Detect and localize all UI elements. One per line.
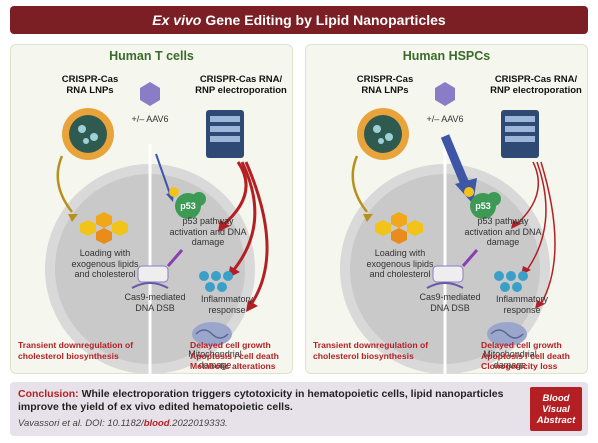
conclusion-text: Conclusion: While electroporation trigge… [18,388,518,413]
cas9-dna-icon [131,265,169,289]
aav-label: +/– AAV6 [426,114,464,124]
conclusion-box: Conclusion: While electroporation trigge… [10,382,588,436]
lipid-hexagons-icon [80,212,128,244]
aav-label: +/– AAV6 [131,114,169,124]
cas9-arrow [461,249,479,267]
electroporation-label: CRISPR-Cas RNA/ RNP electroporation [490,74,582,96]
page-title: Ex vivo Gene Editing by Lipid Nanopartic… [10,6,588,34]
electro-arrow-2 [526,161,547,271]
p53-text: p53 pathway activation and DNA damage [464,216,542,247]
cas9-arrow [166,249,184,267]
lnp-label: CRISPR-Cas RNA LNPs [61,74,119,96]
aav-virus-icon [435,82,455,106]
panel-illustration [45,82,269,374]
mitochondria-text: Mitochondrial damage [188,349,242,370]
p53-icon [169,187,206,219]
left-effect: Transient downregulation of cholesterol … [18,340,134,361]
inflammatory-dots-icon [494,271,528,292]
lnp-arrowhead [68,214,78,222]
electroporation-label: CRISPR-Cas RNA/ RNP electroporation [195,74,287,96]
p53-badge: p53 [180,201,196,211]
panel-illustration [340,82,556,374]
panel-heading: Human T cells [109,49,194,63]
p53-text: p53 pathway activation and DNA damage [169,216,247,247]
mitochondria-icon [192,322,232,346]
title-rest: Gene Editing by Lipid Nanoparticles [205,12,446,28]
panel-hspcs: Human HSPCs [305,44,588,374]
badge-line-3: Abstract [536,414,576,426]
blood-visual-abstract-badge: Blood Visual Abstract [530,387,582,431]
lnp-arrow [56,155,73,213]
lipid-hexagons-icon [375,212,423,244]
cas9-dna-icon [426,265,464,289]
lnp-label: CRISPR-Cas RNA LNPs [356,74,414,96]
lipid-text: Loading with exogenous lipids and choles… [366,248,434,279]
electro-arrow-2 [230,161,257,273]
panel-heading: Human HSPCs [402,49,491,63]
right-effect: Delayed cell growth Apoptosis / cell dea… [481,340,570,371]
electroporation-device-icon [501,110,539,158]
lnp-arrowhead [363,214,373,222]
inflammatory-dots-icon [199,271,233,292]
inflammatory-text: Inflammatory response [495,294,548,315]
lipid-nanoparticle-icon [357,108,409,160]
badge-line-1: Blood [542,392,570,404]
conclusion-label: Conclusion: [18,388,79,400]
citation: Vavassori et al. DOI: 10.1182/blood.2022… [18,418,228,429]
electro-arrow-1 [516,161,540,225]
panel-t-cells: Human T cells [10,44,293,374]
p53-badge: p53 [475,201,491,211]
mitochondria-text: Mitochondrial damage [483,349,537,370]
cas9-text: Cas9-mediated DNA DSB [124,292,186,313]
left-effect: Transient downregulation of cholesterol … [313,340,429,361]
electro-arrow-3 [540,161,556,305]
electro-arrow-1 [221,161,248,228]
aav-arrow [155,153,171,195]
badge-line-2: Visual [542,403,570,415]
lipid-text: Loading with exogenous lipids and choles… [71,248,139,279]
inflammatory-text: Inflammatory response [200,294,253,315]
title-italic: Ex vivo [152,12,202,28]
aav-arrow [440,134,470,186]
lipid-nanoparticle-icon [62,108,114,160]
citation-prefix: Vavassori et al. DOI: 10.1182/ [18,418,144,429]
cas9-text: Cas9-mediated DNA DSB [419,292,481,313]
citation-journal: blood [143,418,170,429]
lnp-arrow [351,155,368,213]
electroporation-device-icon [206,110,244,158]
electro-arrow-3 [244,161,269,307]
mitochondria-icon [487,322,527,346]
p53-icon [464,187,501,219]
citation-suffix: .2022019333. [169,418,228,429]
conclusion-body: While electroporation triggers cytotoxic… [18,388,504,413]
right-effect: Delayed cell growth Apoptosis / cell dea… [190,340,279,371]
aav-virus-icon [140,82,160,106]
